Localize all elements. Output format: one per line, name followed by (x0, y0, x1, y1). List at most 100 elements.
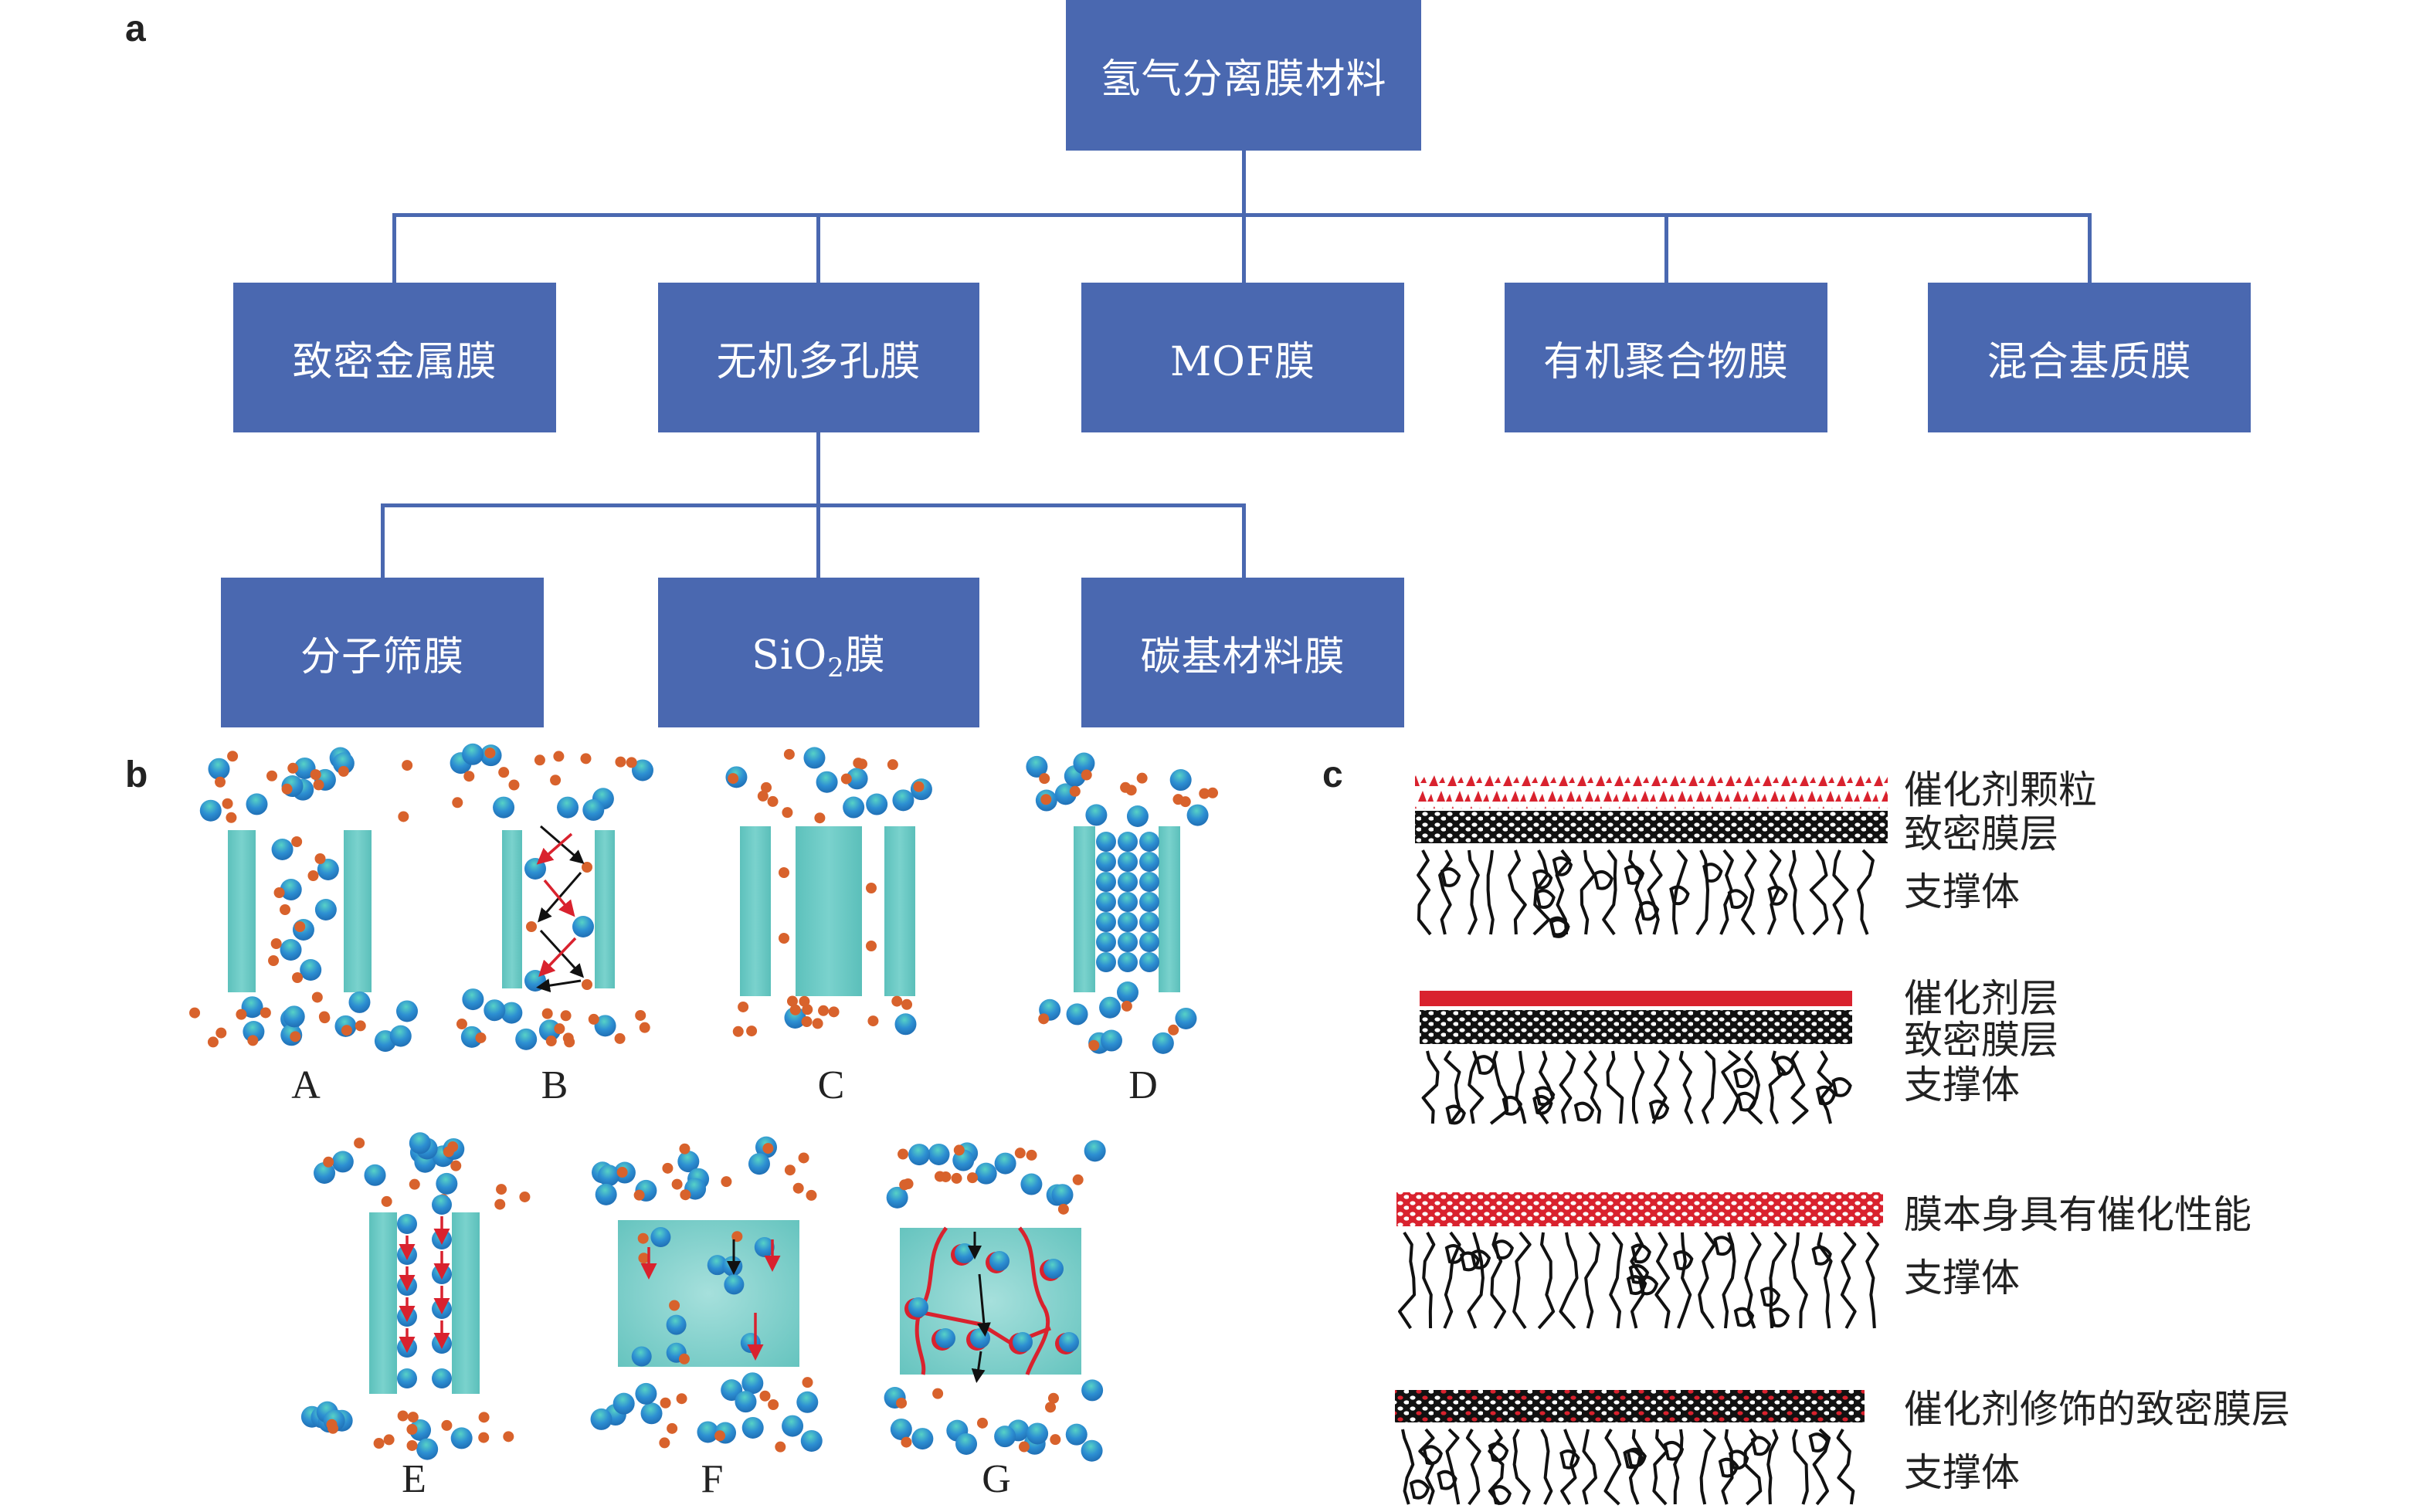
gas-molecule (443, 1146, 454, 1158)
red-arrow-icon (538, 937, 577, 978)
support-pore-outline (1418, 1428, 1435, 1505)
h2-molecule (294, 757, 316, 779)
gas-molecule (1038, 1013, 1050, 1025)
support-pore-outline (1532, 849, 1551, 936)
support-pore-outline (1465, 1429, 1481, 1506)
gas-molecule (1121, 1000, 1132, 1012)
h2-molecule (741, 1372, 764, 1395)
h2-molecule (1118, 852, 1138, 872)
h2-molecule (460, 1026, 483, 1048)
gas-molecule (615, 756, 626, 768)
h2-molecule (1026, 755, 1048, 778)
support-pore-outline (1438, 849, 1453, 935)
h2-molecule (243, 1020, 265, 1042)
support-pore-outline (1628, 849, 1644, 935)
gas-molecule (307, 870, 319, 881)
gas-molecule (406, 1423, 418, 1435)
h2-molecule (1118, 912, 1138, 932)
gas-molecule (671, 1178, 683, 1190)
gas-molecule (1014, 1148, 1026, 1159)
support-pore-outline (1722, 1232, 1736, 1329)
gas-molecule (680, 1189, 691, 1201)
gas-molecule (679, 1143, 691, 1154)
gas-molecule (1088, 1039, 1100, 1051)
support-pore-outline (1630, 1232, 1645, 1329)
h2-molecule (389, 1025, 412, 1047)
h2-molecule (816, 771, 838, 793)
support-grain-outline (1502, 1096, 1523, 1116)
h2-molecule (975, 1162, 997, 1185)
support-pore-outline (1603, 1428, 1622, 1506)
gas-molecule (953, 1144, 965, 1156)
support-grain-outline (1733, 1068, 1754, 1089)
gas-molecule (341, 1025, 352, 1036)
h2-molecule (803, 747, 826, 769)
support-grain-outline (1626, 1275, 1647, 1295)
gas-molecule (867, 1015, 879, 1027)
tree-node-label: MOF膜 (1170, 338, 1315, 385)
support-pore-outline (1512, 1429, 1531, 1505)
h2-molecule (707, 1255, 728, 1276)
connector-l3-3 (1242, 503, 1246, 578)
gas-molecule (475, 1032, 487, 1043)
support-grain-outline (1535, 889, 1556, 909)
panel-label-b: b (125, 754, 148, 795)
catalytic-membrane-block (900, 1228, 1081, 1375)
support-layer (1415, 846, 1888, 942)
support-pore-outline (1468, 1050, 1485, 1124)
gas-molecule (580, 753, 592, 764)
gas-molecule (373, 1438, 385, 1449)
pore-wall (1074, 826, 1095, 992)
gas-molecule (287, 762, 299, 774)
gas-molecule (1072, 1174, 1084, 1185)
support-pore-outline (1421, 1050, 1440, 1124)
gas-molecule (786, 995, 798, 1007)
gas-molecule (1199, 788, 1210, 799)
h2-molecule (935, 1328, 955, 1348)
gas-molecule (560, 1010, 572, 1022)
h2-molecule (697, 1421, 719, 1443)
support-pore-outline (1672, 849, 1688, 935)
gas-molecule (310, 769, 321, 781)
h2-molecule (866, 793, 888, 815)
h2-molecule (582, 798, 605, 821)
support-pore-outline (1444, 1049, 1462, 1125)
support-grain-outline (1736, 1091, 1757, 1112)
gas-molecule (635, 1009, 646, 1021)
h2-molecule (782, 1415, 804, 1437)
h2-molecule (501, 1002, 523, 1024)
support-grain-outline (1409, 1479, 1430, 1500)
h2-molecule (1059, 1332, 1079, 1352)
connector-l3-2 (816, 503, 820, 578)
support-pore-outline (1836, 1429, 1855, 1505)
support-pore-outline (1647, 849, 1663, 935)
gas-molecule (290, 1031, 301, 1042)
gas-molecule (588, 1013, 599, 1025)
mechanism-label-b: B (541, 1063, 568, 1107)
mechanism-label-c: C (817, 1063, 845, 1107)
gas-molecule (887, 759, 898, 771)
gas-molecule (215, 776, 226, 788)
h2-molecule (894, 1013, 917, 1036)
support-grain-outline (1422, 1445, 1443, 1466)
support-pore-outline (1583, 1049, 1601, 1124)
structure2-layer-catalyst: 催化剂层 (1904, 976, 2058, 1021)
gas-molecule (406, 1439, 418, 1451)
support-pore-outline (1584, 1231, 1600, 1329)
h2-molecule (1152, 1032, 1174, 1054)
h2-molecule (748, 1153, 770, 1175)
h2-molecule (1081, 1439, 1103, 1462)
pore-wall (344, 830, 372, 992)
h2-molecule (1096, 892, 1116, 912)
h2-molecule (1126, 805, 1149, 828)
support-pore-outline (1695, 849, 1709, 936)
gas-molecule (799, 995, 810, 1007)
h2-molecule (280, 939, 302, 961)
support-pore-outline (1489, 1050, 1509, 1125)
support-grain-outline (1663, 1440, 1685, 1461)
support-grain-outline (1549, 916, 1569, 937)
gas-molecule (383, 1434, 395, 1446)
gas-molecule (789, 1004, 801, 1015)
red-arrow-icon (543, 879, 575, 917)
h2-molecule (397, 1214, 417, 1234)
